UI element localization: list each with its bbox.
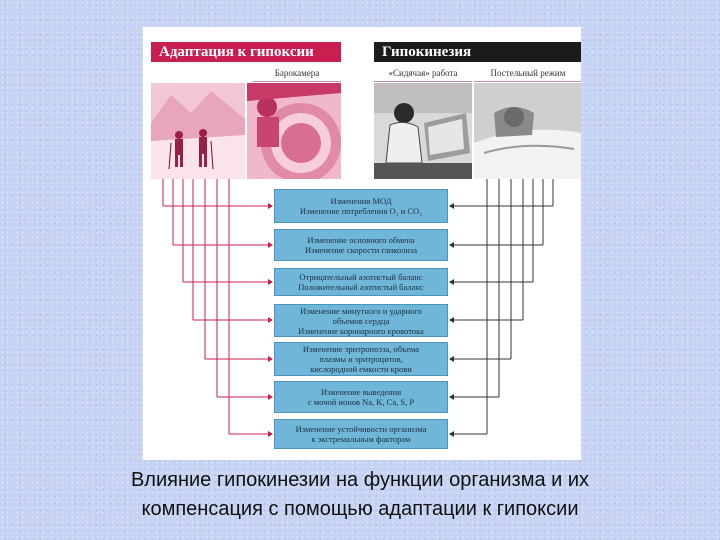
right-connector-arrowhead — [449, 203, 454, 209]
sedentary-work-label: «Сидячая» работа — [374, 65, 472, 82]
effect-box-cardiac: Изменение минутного и ударного объемов с… — [274, 304, 448, 337]
sedentary-work-photo — [374, 83, 472, 179]
hypokinesia-title: Гипокинезия — [374, 42, 581, 62]
effect-box-resistance: Изменение устойчивости организма к экстр… — [274, 419, 448, 449]
effect-box-nitrogen-balance: Отрицательный азотистый баланс Положител… — [274, 268, 448, 296]
left-connector-arrowhead — [268, 431, 273, 437]
left-connector-arrowhead — [268, 394, 273, 400]
left-connector-arrowhead — [268, 242, 273, 248]
pressure-chamber-label: Барокамера — [253, 65, 341, 82]
right-connector-arrowhead — [449, 242, 454, 248]
pressure-chamber-photo — [247, 83, 341, 179]
connector-arrows — [162, 179, 554, 437]
bed-rest-label: Постельный режим — [474, 65, 581, 82]
left-connector-arrowhead — [268, 317, 273, 323]
right-connector-arrowhead — [449, 394, 454, 400]
effect-box-ventilation: Изменения МОД Изменение потребления O₂ и… — [274, 189, 448, 223]
right-connector-arrowhead — [449, 356, 454, 362]
left-connector-arrowhead — [268, 356, 273, 362]
caption-line-1: Влияние гипокинезии на функции организма… — [130, 469, 590, 491]
left-connector-arrowhead — [268, 279, 273, 285]
diagram-figure: Адаптация к гипоксии Гипокинезия Барокам… — [143, 27, 581, 460]
effect-box-metabolism: Изменение основного обмена Изменение ско… — [274, 229, 448, 261]
slide-caption: Влияние гипокинезии на функции организма… — [0, 466, 720, 524]
left-connector-arrowhead — [268, 203, 273, 209]
hypoxia-adaptation-title: Адаптация к гипоксии — [151, 42, 341, 62]
effect-box-erythropoiesis: Изменение эритропоэза, объема плазмы и э… — [274, 342, 448, 376]
mountain-hikers-photo — [151, 83, 245, 179]
caption-line-2: компенсация с помощью адаптации к гипокс… — [141, 498, 579, 520]
right-connector-arrowhead — [449, 317, 454, 323]
bed-rest-photo — [474, 83, 581, 179]
right-connector-arrowhead — [449, 279, 454, 285]
effect-box-ion-excretion: Изменение выведения с мочой ионов Na, K,… — [274, 381, 448, 413]
right-connector-arrowhead — [449, 431, 454, 437]
